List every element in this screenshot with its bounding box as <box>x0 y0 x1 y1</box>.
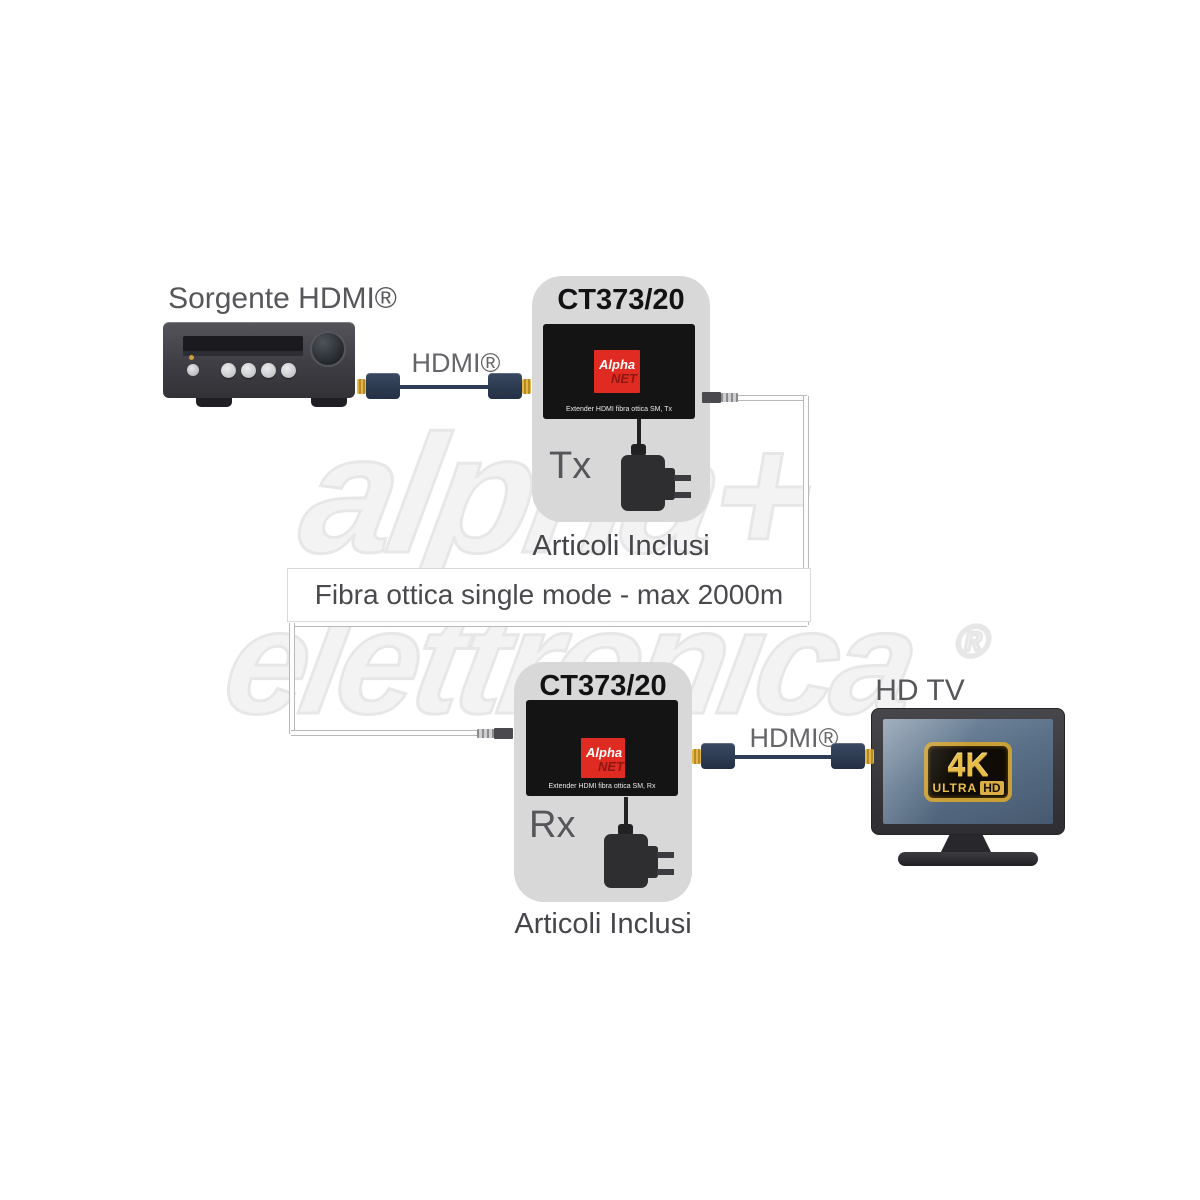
power-adapter-socket <box>663 468 675 500</box>
power-adapter-socket <box>646 846 658 878</box>
power-adapter <box>604 834 648 888</box>
hdmi-cable-wire <box>733 755 833 759</box>
tx-unit-label: Tx <box>549 445 592 487</box>
power-adapter <box>621 455 665 511</box>
tv-stand-base <box>898 852 1038 866</box>
power-cord-plug <box>631 444 646 456</box>
plug-prong <box>674 492 691 498</box>
hdmi-plug <box>831 743 865 769</box>
fiber-connector <box>494 728 513 739</box>
player-button <box>261 363 276 378</box>
tx-extender-device: Alpha NET Extender HDMI fibra ottica SM,… <box>543 324 695 419</box>
hdmi-cable-label: HDMI® <box>749 723 839 753</box>
tx-included-label: Articoli Inclusi <box>532 530 710 562</box>
hdmi-plug-tip <box>865 749 874 764</box>
hdmi-plug <box>488 373 522 399</box>
4k-ultra-hd-badge: 4K ULTRA HD <box>924 742 1012 802</box>
volume-knob <box>310 331 346 367</box>
source-label: Sorgente HDMI® <box>168 282 397 315</box>
fiber-cable-segment <box>737 395 807 401</box>
disc-slot <box>183 336 303 356</box>
power-cord-plug <box>618 824 633 836</box>
rx-unit-label: Rx <box>529 804 576 846</box>
hdmi-plug <box>366 373 400 399</box>
tv-stand-neck <box>940 835 992 854</box>
fiber-cable-segment <box>291 730 487 736</box>
plug-prong <box>674 475 691 481</box>
badge-ultra-text: ULTRA <box>932 781 977 795</box>
rx-device-caption: Extender HDMI fibra ottica SM, Rx <box>548 783 656 790</box>
hdmi-plug-tip <box>357 379 366 394</box>
fiber-connector <box>477 729 494 738</box>
plug-prong <box>657 852 674 858</box>
fiber-label-box: Fibra ottica single mode - max 2000m <box>287 568 811 622</box>
fiber-connector <box>702 392 721 403</box>
device-foot <box>311 396 347 407</box>
plug-prong <box>657 869 674 875</box>
alphanet-logo: Alpha NET <box>594 350 640 393</box>
hdmi-plug-tip <box>522 379 531 394</box>
alphanet-logo: Alpha NET <box>581 738 625 778</box>
fiber-connector <box>721 393 738 402</box>
power-cord <box>624 797 628 829</box>
rx-model: CT373/20 <box>539 670 667 702</box>
rx-extender-device: Alpha NET Extender HDMI fibra ottica SM,… <box>526 700 678 796</box>
eject-button <box>187 364 199 376</box>
logo-text-alpha: Alpha <box>599 357 636 372</box>
fiber-cable-segment <box>289 623 295 734</box>
tv-label: HD TV <box>875 674 965 707</box>
fiber-cable-segment <box>803 396 809 625</box>
fiber-label: Fibra ottica single mode - max 2000m <box>314 579 784 610</box>
tx-model: CT373/20 <box>557 284 685 316</box>
hdmi-cable-wire <box>398 385 490 389</box>
logo-text-alpha: Alpha <box>586 745 623 760</box>
hdmi-source-device <box>163 322 355 398</box>
tv-display: 4K ULTRA HD <box>871 708 1065 835</box>
rx-included-label: Articoli Inclusi <box>514 908 692 940</box>
hdmi-cable-label: HDMI® <box>411 348 501 378</box>
power-cord <box>637 419 641 449</box>
hdmi-plug-tip <box>692 749 701 764</box>
player-button <box>281 363 296 378</box>
watermark-registered-icon: ® <box>950 614 996 669</box>
tx-device-caption: Extender HDMI fibra ottica SM, Tx <box>565 406 673 413</box>
device-foot <box>196 396 232 407</box>
logo-text-net: NET <box>598 759 624 774</box>
player-button <box>221 363 236 378</box>
logo-text-net: NET <box>611 371 637 386</box>
hdmi-plug <box>701 743 735 769</box>
power-led <box>189 355 194 360</box>
tv-screen: 4K ULTRA HD <box>883 719 1053 824</box>
player-button <box>241 363 256 378</box>
badge-hd-text: HD <box>980 780 1004 795</box>
badge-4k-text: 4K <box>948 749 989 781</box>
screen-gloss <box>883 719 1053 824</box>
